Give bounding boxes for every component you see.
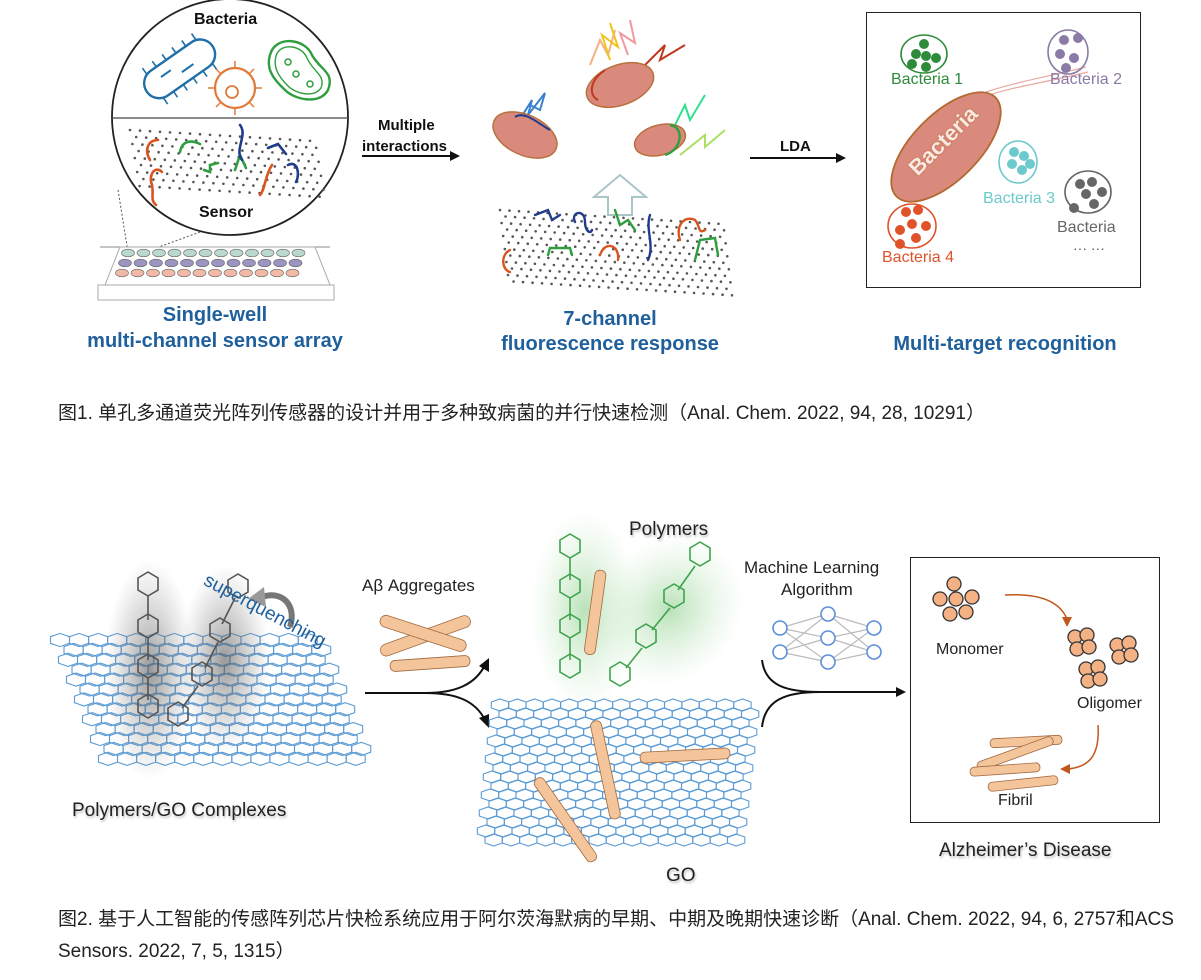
cluster-label-3: Bacteria 3 [983, 190, 1056, 207]
well [164, 258, 179, 268]
well [239, 268, 253, 278]
panel-b-caption-line1: 7-channel [563, 308, 657, 330]
well [257, 258, 272, 268]
cluster-bacteria-5 [1064, 170, 1112, 214]
well-plate-illustration [97, 189, 335, 301]
well [121, 248, 135, 258]
well [180, 258, 194, 268]
oligomer-label: Oligomer [1077, 695, 1142, 712]
well [229, 248, 244, 258]
well [195, 258, 210, 268]
go-label: GO [666, 865, 696, 886]
amyloid-stages-illustration [932, 576, 1139, 792]
neural-network-icon [772, 606, 882, 670]
bean-bacterium-icon [267, 39, 331, 101]
panel-c-caption: Multi-target recognition [893, 333, 1117, 355]
well [276, 248, 290, 258]
well [242, 258, 256, 268]
well [223, 268, 238, 278]
fluorescent-polymers-illustration [530, 510, 745, 710]
polymer-strands [145, 123, 300, 207]
well [152, 248, 166, 258]
well [198, 248, 213, 258]
circle-top-label: Bacteria [194, 11, 258, 28]
merge-arrow-icon [761, 659, 906, 728]
well [270, 268, 284, 278]
arrow-right-icon [750, 153, 846, 163]
curved-arrow-icon [248, 587, 295, 628]
cluster-label-4: Bacteria 4 [882, 249, 955, 266]
rod-bacterium-icon [141, 33, 218, 105]
figure1-caption: 图1. 单孔多通道荧光阵列传感器的设计并用于多种致病菌的并行快速检测（Anal.… [58, 403, 985, 424]
well [285, 268, 300, 278]
monomer-label: Monomer [936, 641, 1004, 658]
well [208, 268, 222, 278]
well [245, 248, 259, 258]
sensor-sheet-illustration [498, 208, 734, 297]
well [260, 248, 275, 258]
cluster-label-2: Bacteria 2 [1050, 71, 1123, 88]
magnified-circle-illustration [111, 0, 349, 236]
arrow2-label: LDA [780, 138, 811, 155]
split-arrow-icon [365, 658, 489, 728]
polymer-go-complex-illustration [49, 560, 372, 780]
well [149, 258, 163, 268]
fibril-label: Fibril [998, 792, 1033, 809]
amyloid-aggregates-illustration [379, 614, 471, 672]
well [130, 268, 145, 278]
arrow-right-icon [362, 151, 460, 161]
well [226, 258, 241, 268]
circle-bottom-label: Sensor [199, 204, 254, 221]
well [183, 248, 197, 258]
well [254, 268, 269, 278]
well [146, 268, 160, 278]
well [167, 248, 182, 258]
panel-a-caption-line2: multi-channel sensor array [87, 330, 343, 352]
well [288, 258, 303, 268]
cluster-bacteria-3 [998, 140, 1038, 184]
well [177, 268, 191, 278]
well [291, 248, 306, 258]
well [161, 268, 176, 278]
cluster-label-ellipsis: ··· ··· [1073, 240, 1105, 256]
figure2-caption: 图2. 基于人工智能的传感阵列芯片快检系统应用于阿尔茨海默病的早期、中期及晚期快… [58, 909, 1174, 962]
arrow1-label-line1: Multiple [378, 117, 435, 134]
coccus-bacterium-icon [208, 61, 262, 115]
cluster-bacteria-4 [887, 203, 937, 249]
fluorescence-bacteria-illustration [492, 19, 726, 216]
polymers-label: Polymers [629, 519, 709, 540]
cluster-bacteria-1 [900, 34, 948, 74]
panel-a-caption-line1: Single-well [162, 304, 268, 326]
well [115, 268, 129, 278]
panel-b-caption-line2: fluorescence response [501, 333, 719, 355]
arrow1-label-line2: interactions [362, 138, 448, 155]
well [136, 248, 151, 258]
well [214, 248, 228, 258]
go-sheet-illustration [476, 698, 760, 863]
well [192, 268, 207, 278]
well [133, 258, 148, 268]
lda-clusters-plot [887, 29, 1112, 249]
cluster-label-5: Bacteria [1057, 219, 1116, 236]
abeta-aggregates-label: Aβ Aggregates [362, 576, 475, 595]
ml-label-line1: Machine Learning [744, 558, 880, 577]
cluster-bacteria-2 [1047, 29, 1089, 75]
polymers-go-label: Polymers/GO Complexes [72, 800, 287, 821]
well [273, 258, 287, 268]
cluster-label-1: Bacteria 1 [891, 71, 964, 88]
ml-label-line2: Algorithm [781, 580, 853, 599]
alzheimers-disease-label: Alzheimer’s Disease [939, 840, 1112, 861]
well [118, 258, 132, 268]
well [211, 258, 225, 268]
